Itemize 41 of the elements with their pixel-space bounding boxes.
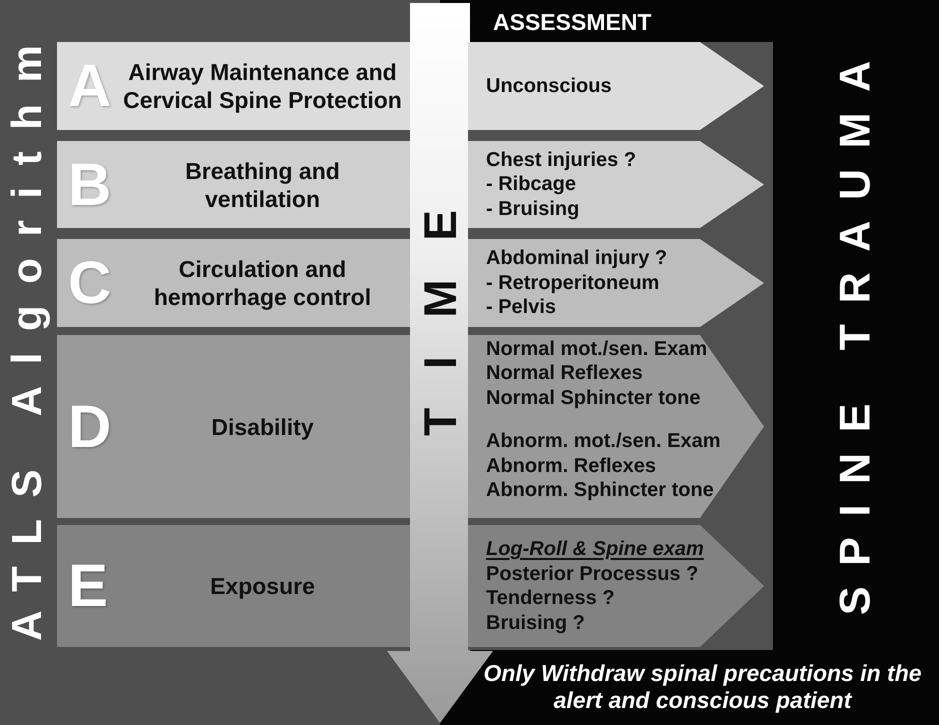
assessment-box — [468, 239, 764, 327]
step-box — [57, 239, 410, 327]
step-box — [57, 525, 410, 647]
step-title: Breathing and ventilation — [184, 156, 341, 212]
step-title: Airway Maintenance and Cervical Spine Protection — [122, 58, 403, 114]
assessment-box — [468, 141, 764, 228]
assessment-box — [468, 335, 764, 518]
step-letter: D — [68, 396, 112, 456]
list-heading: Log-Roll & Spine exam — [486, 537, 704, 562]
assessment-text: Abnorm. Reflexes — [486, 454, 656, 478]
assessment-text: Abnorm. mot./sen. Exam — [486, 429, 720, 454]
assessment-text: Abdominal injury ? — [486, 246, 668, 271]
arrow-label: TIME — [417, 171, 463, 438]
step-box — [57, 42, 410, 130]
assessment-box — [468, 42, 764, 130]
step-title: Circulation and hemorrhage control — [152, 255, 372, 311]
step-letter: E — [68, 556, 108, 616]
vertical-heading: SPINE TRAUMA — [834, 40, 878, 618]
assessment-text: Normal mot./sen. Exam — [486, 336, 708, 361]
assessment-text: Normal Reflexes — [486, 361, 643, 386]
step-title: Exposure — [210, 572, 315, 600]
assessment-text: Abnorm. Sphincter tone — [486, 478, 714, 502]
step-box — [57, 335, 410, 518]
assessment-text: Posterior Processus ? — [486, 562, 698, 586]
assessment-text: - Ribcage — [486, 172, 576, 197]
assessment-text: Normal Sphincter tone — [486, 386, 700, 410]
assessment-text: - Retroperitoneum — [486, 270, 660, 296]
assessment-text: - Bruising — [486, 196, 580, 222]
assessment-text: Chest injuries ? — [486, 148, 636, 172]
footnote-text: Only Withdraw spinal precautions in the alert and conscious patient — [482, 660, 923, 714]
assessment-text: Unconscious — [486, 74, 612, 98]
assessment-text: - Pelvis — [486, 295, 556, 320]
assessment-text: Tenderness ? — [486, 586, 615, 610]
step-letter: C — [68, 253, 112, 313]
column-heading: ASSESSMENT — [493, 9, 652, 35]
vertical-heading: ATLS Algorithm — [6, 24, 48, 643]
step-box — [57, 141, 410, 228]
assessment-text: Bruising ? — [486, 610, 585, 635]
step-title: Disability — [211, 412, 314, 440]
step-letter: A — [68, 56, 112, 116]
assessment-box — [468, 525, 764, 647]
